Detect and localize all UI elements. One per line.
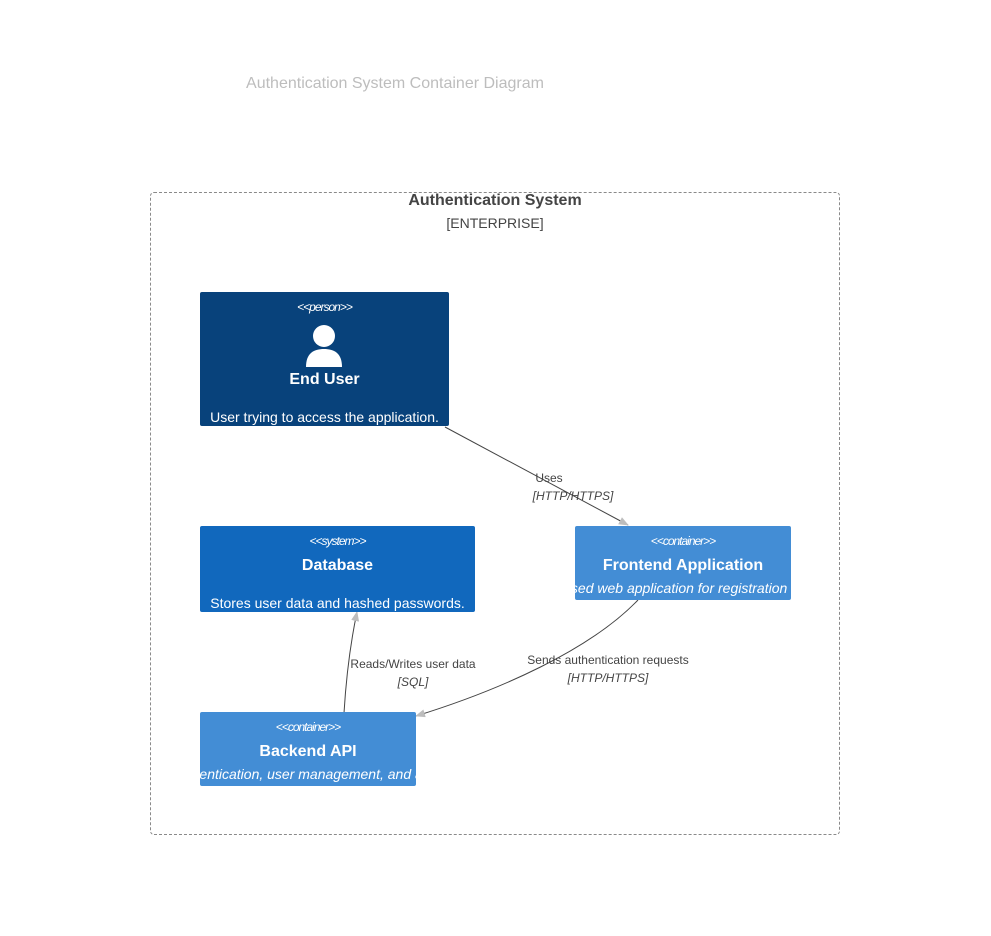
enterprise-boundary — [150, 192, 840, 835]
node-stereotype: <<system>> — [309, 534, 366, 548]
boundary-type: [ENTERPRISE] — [446, 215, 544, 231]
relation-label-uses: Uses [HTTP/HTTPS] — [493, 471, 653, 503]
node-stereotype: <<container>> — [650, 534, 716, 548]
edge-backend-to-database — [343, 611, 360, 714]
relation-text: Uses — [535, 471, 563, 485]
node-stereotype: <<person>> — [297, 300, 353, 314]
edge-user-to-frontend — [444, 426, 629, 526]
relation-text: Sends authentication requests — [527, 653, 689, 667]
diagram-title: Authentication System Container Diagram — [246, 75, 544, 92]
node-name: Database — [301, 557, 374, 574]
node-backend-api[interactable]: <<container>> Backend API Handles authen… — [200, 712, 416, 786]
node-database[interactable]: <<system>> Database Stores user data and… — [200, 526, 475, 612]
relation-label-reads-writes: Reads/Writes user data [SQL] — [333, 657, 493, 689]
node-description: React-based web application for registra… — [575, 580, 791, 596]
boundary-name: Authentication System — [408, 192, 582, 209]
node-name: End User — [289, 371, 360, 388]
relation-technology: [SQL] — [397, 675, 429, 689]
person-icon — [304, 323, 344, 367]
node-description: Stores user data and hashed passwords. — [210, 595, 465, 611]
node-description: Handles authentication, user management,… — [200, 766, 416, 782]
node-frontend-application[interactable]: <<container>> Frontend Application React… — [575, 526, 791, 600]
node-description: User trying to access the application. — [210, 409, 439, 425]
node-name: Frontend Application — [602, 557, 764, 574]
node-end-user[interactable]: <<person>> End User User trying to acces… — [200, 292, 449, 426]
relation-technology: [HTTP/HTTPS] — [567, 671, 649, 685]
relation-text: Reads/Writes user data — [350, 657, 476, 671]
relation-label-sends-auth: Sends authentication requests [HTTP/HTTP… — [508, 653, 708, 685]
node-stereotype: <<container>> — [275, 720, 341, 734]
node-name: Backend API — [259, 743, 357, 760]
edge-frontend-to-backend — [415, 599, 639, 718]
relation-technology: [HTTP/HTTPS] — [532, 489, 614, 503]
